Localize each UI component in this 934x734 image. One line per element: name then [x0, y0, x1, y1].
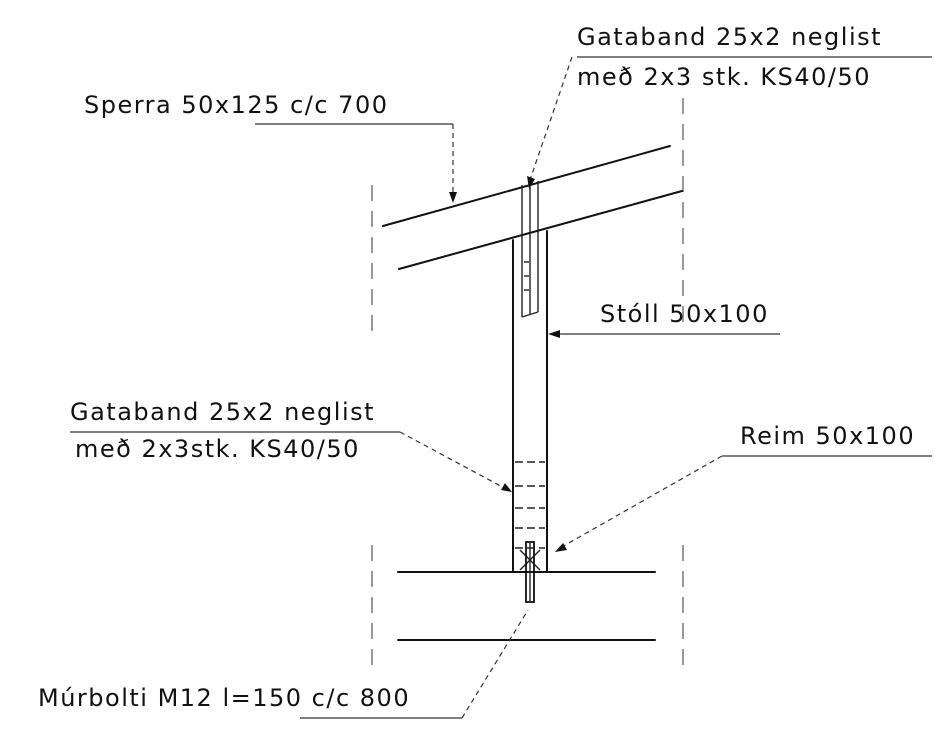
bolt-label-text: Múrbolti M12 l=150 c/c 800 — [38, 684, 410, 712]
stud-label-text: Stóll 50x100 — [600, 300, 769, 328]
top-strap — [521, 181, 539, 318]
bottom-strap-label: Gataband 25x2 neglist með 2x3stk. KS40/5… — [70, 398, 512, 492]
bottom-strap — [515, 461, 545, 571]
rafter-label-text: Sperra 50x125 c/c 700 — [84, 91, 388, 119]
rafter — [382, 145, 683, 270]
stud-label: Stóll 50x100 — [548, 300, 780, 338]
rafter-label: Sperra 50x125 c/c 700 — [84, 91, 457, 203]
bottom-strap-label-line2: með 2x3stk. KS40/50 — [75, 435, 360, 463]
bolt-label: Múrbolti M12 l=150 c/c 800 — [38, 609, 529, 719]
plate-label: Reim 50x100 — [555, 422, 932, 552]
boundary-lines — [371, 98, 684, 670]
plate-label-text: Reim 50x100 — [740, 422, 915, 450]
bottom-strap-label-line1: Gataband 25x2 neglist — [70, 398, 375, 426]
top-strap-label: Gataband 25x2 neglist með 2x3 stk. KS40/… — [527, 23, 932, 189]
top-strap-label-line2: með 2x3 stk. KS40/50 — [577, 63, 871, 91]
anchor-bolt — [525, 541, 535, 603]
top-strap-label-line1: Gataband 25x2 neglist — [577, 23, 882, 51]
stud — [512, 230, 548, 573]
